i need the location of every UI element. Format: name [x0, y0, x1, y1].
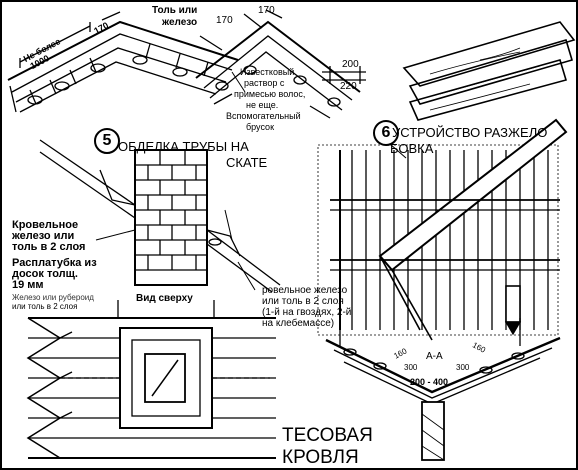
boards-top-right [402, 21, 576, 121]
roof-iron-label-1: Кровельное [12, 219, 79, 231]
section-a-a [325, 318, 561, 461]
view-from-top-label: Вид сверху [136, 293, 193, 304]
figure6-title-line2: БОВКА [390, 141, 434, 156]
figure6-title-line1: УСТРОЙСТВО РАЗЖЕЛО [392, 125, 548, 140]
ridge-detail-top-left [7, 11, 239, 113]
hidden-label-2: или толь в 2 слоя [12, 302, 78, 311]
lime-label-2: раствор с [244, 78, 285, 88]
chimney [39, 139, 281, 293]
sheathing-label-3: 19 мм [12, 279, 44, 291]
dim-170-b-label: 170 [216, 15, 233, 26]
roof-iron-right-label-1: ровельное железо [262, 285, 348, 296]
tol-label-2: железо [162, 17, 198, 28]
lime-label-5: Вспомогательный [226, 111, 301, 121]
figure5-title-line2: СКАТЕ [226, 155, 268, 170]
bottom-title-line2: КРОВЛЯ [282, 447, 359, 468]
dim-range-label: 200 - 400 [410, 377, 449, 387]
figure-number-6: 6 [373, 120, 399, 146]
figure-number-5: 5 [94, 128, 120, 154]
lime-label-4: не еще. [246, 100, 279, 110]
roof-iron-right-label-3: (1-й на гвоздях, 2-й [262, 307, 352, 318]
dim-220-label: 220 [340, 81, 357, 92]
figure5-title-line1: ОБДЕЛКА ТРУБЫ НА [118, 139, 249, 154]
section-aa-label: А-А [426, 351, 443, 362]
sheathing-label-2: досок толщ. [12, 268, 78, 280]
rafter-detail [317, 118, 568, 341]
dim-300-left-label: 300 [404, 363, 418, 372]
dim-170-c-label: 170 [258, 5, 275, 16]
roof-iron-label-3: толь в 2 слоя [12, 241, 86, 253]
roof-iron-label-2: железо или [12, 230, 75, 242]
bottom-title-line1: ТЕСОВАЯ [282, 425, 373, 446]
roof-iron-right-label-4: на клебемассе) [262, 318, 335, 329]
sheathing-label-1: Расплатубка из [12, 257, 97, 269]
dim-200-label: 200 [342, 59, 359, 70]
dim-300-right-label: 300 [456, 363, 470, 372]
plan-view-top [26, 300, 276, 459]
tol-label-1: Толь или [152, 5, 198, 16]
ridge-detail-top-center [195, 9, 366, 119]
hidden-label-1: Железо или рубероид [12, 293, 94, 302]
roof-iron-right-label-2: или толь в 2 слоя [262, 296, 344, 307]
lime-label-6: брусок [246, 122, 275, 132]
lime-label-1: Известковый [240, 67, 295, 77]
lime-label-3: примесью волос, [234, 89, 306, 99]
